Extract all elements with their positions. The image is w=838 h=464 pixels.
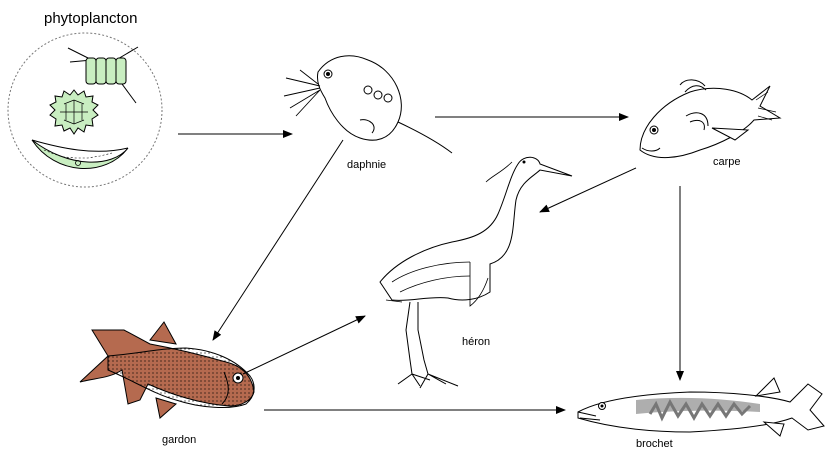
- daphnie-illustration: [283, 55, 453, 154]
- label-daphnie: daphnie: [347, 159, 387, 171]
- heron-illustration: [379, 156, 573, 389]
- carpe-illustration: [639, 79, 782, 159]
- gardon-illustration: [79, 321, 255, 419]
- label-gardon: gardon: [162, 434, 197, 446]
- brochet-illustration: [577, 377, 825, 437]
- label-carpe: carpe: [713, 156, 741, 168]
- diatom-chain-icon: [67, 46, 139, 104]
- phytoplancton-illustration: [7, 32, 163, 188]
- label-brochet: brochet: [636, 438, 673, 450]
- arrow-gardon-heron: [242, 315, 366, 375]
- arrow-carpe-heron: [539, 167, 637, 213]
- label-phytoplancton: phytoplancton: [44, 10, 138, 27]
- arrow-daphnie-gardon: [212, 139, 344, 341]
- crescent-diatom-icon: [31, 139, 129, 169]
- label-heron: héron: [462, 336, 491, 348]
- pediastrum-icon: [49, 89, 99, 135]
